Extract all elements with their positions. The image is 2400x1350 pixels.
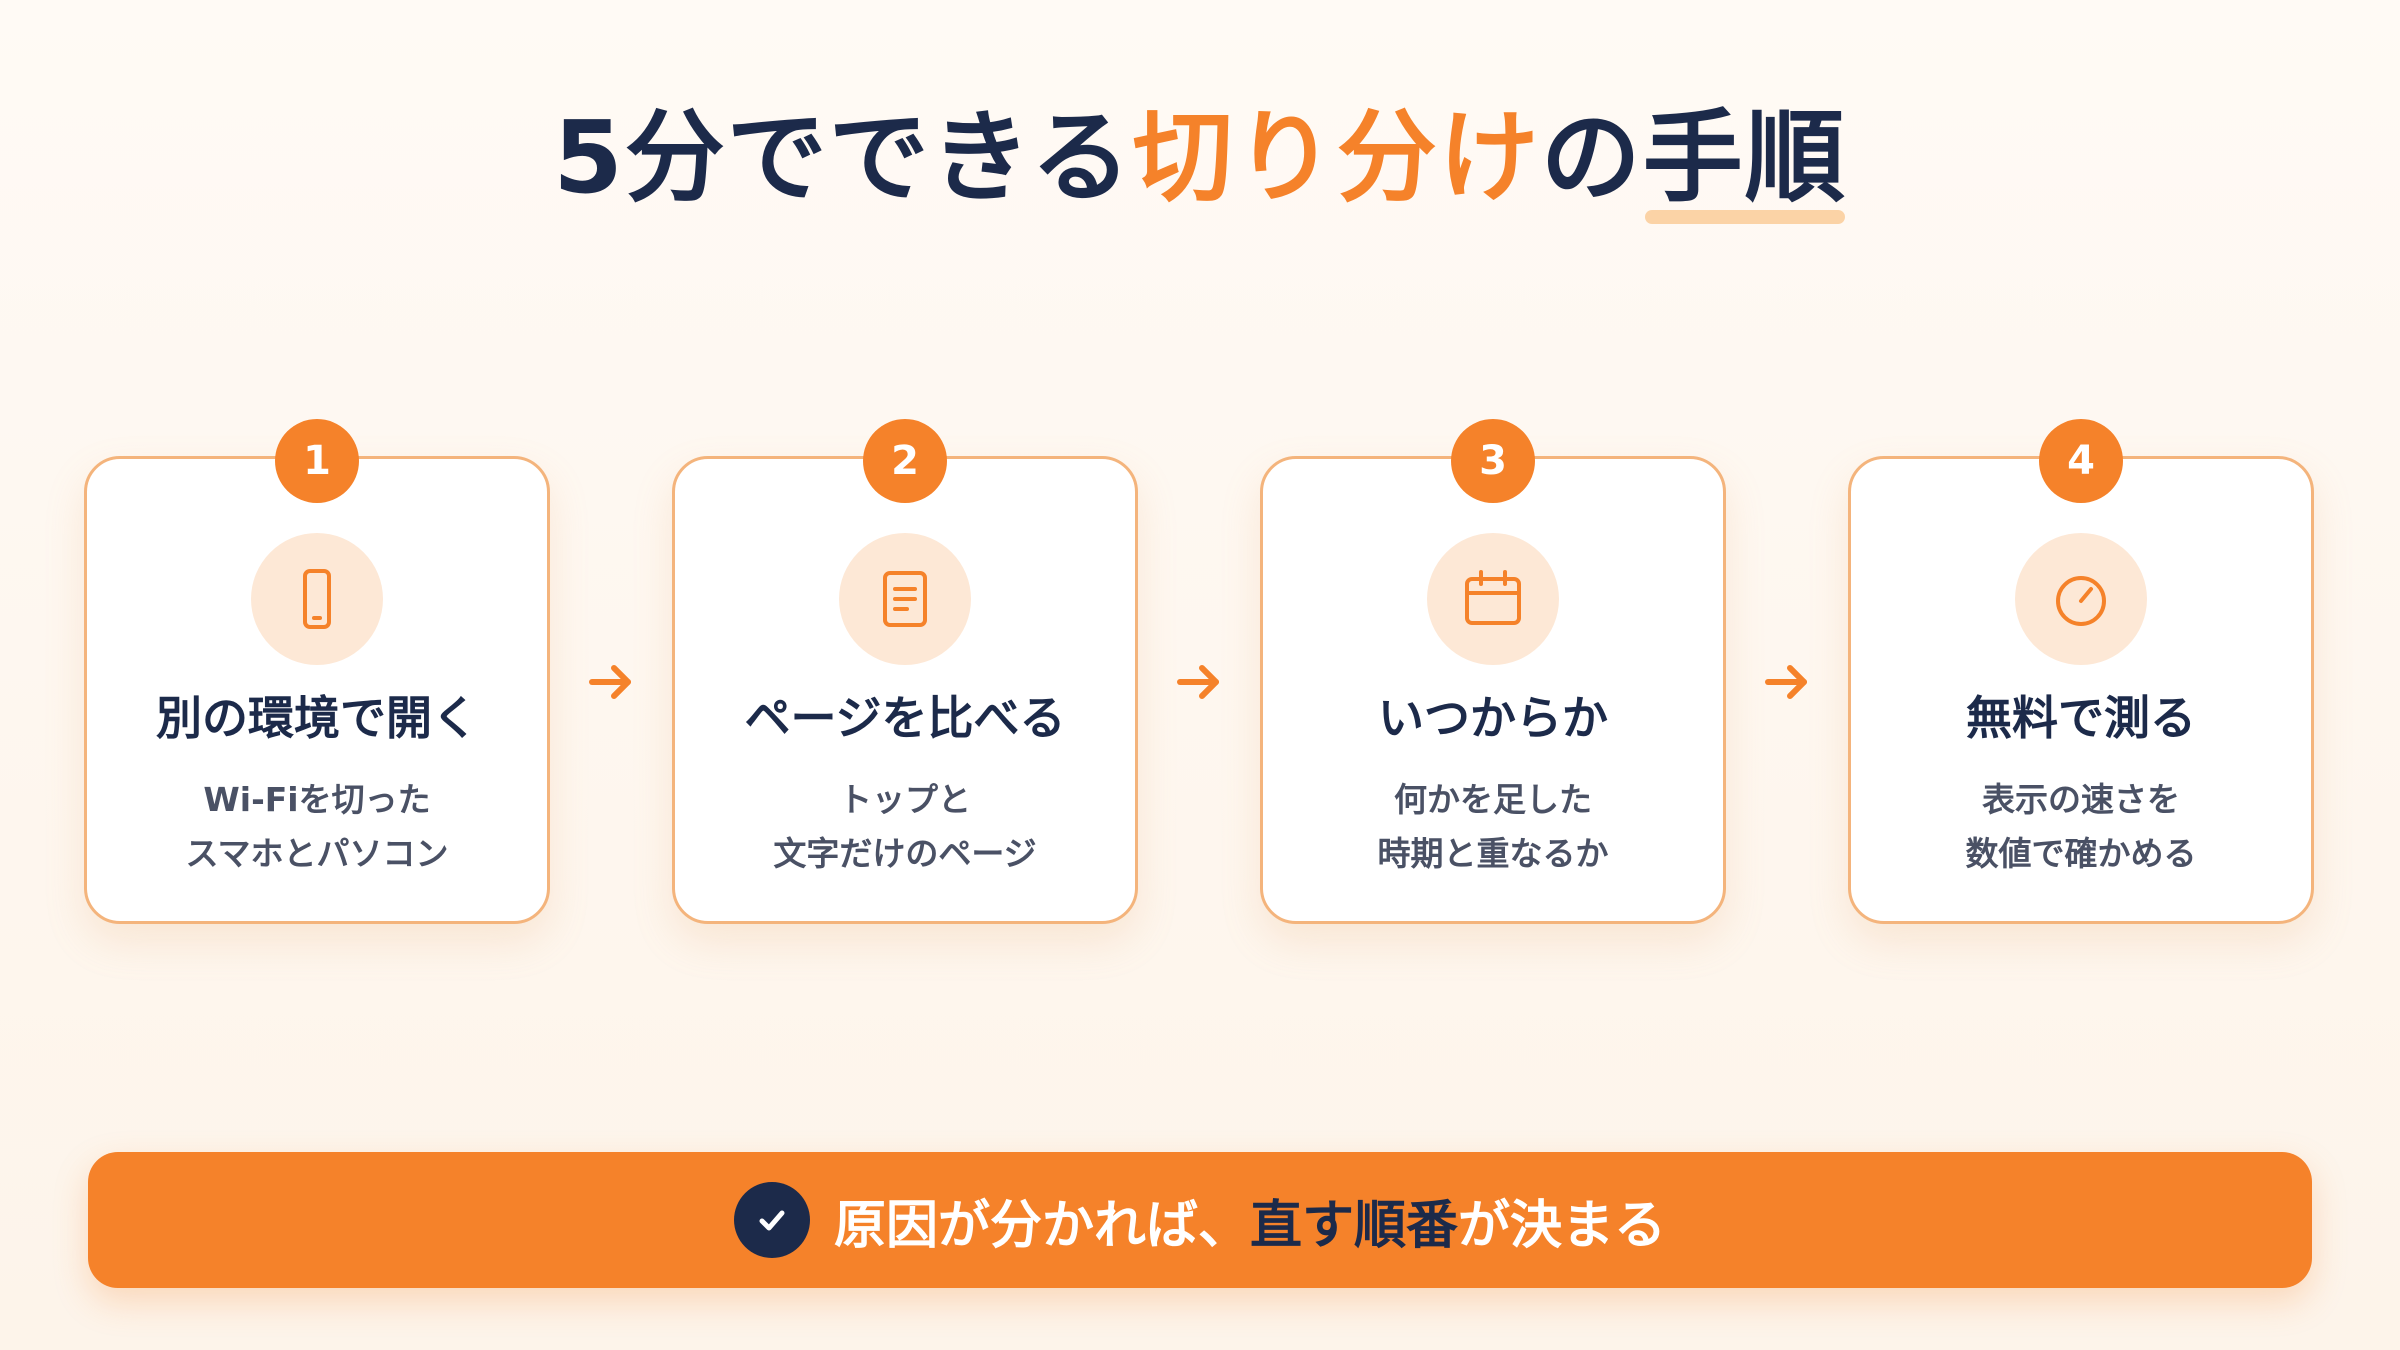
step-description: トップと 文字だけのページ (675, 773, 1135, 881)
calendar-icon (1465, 570, 1521, 625)
banner-text-part2: が決まる (1458, 1195, 1667, 1256)
conclusion-banner: 原因が分かれば、直す順番が決まる (88, 1152, 2312, 1288)
step-description: 表示の速さを 数値で確かめる (1851, 773, 2311, 881)
step-icon-circle (1427, 533, 1559, 665)
step-description: 何かを足した 時期と重なるか (1263, 773, 1723, 881)
title-part2: の (1540, 99, 1643, 216)
step-icon-circle (251, 533, 383, 665)
banner-text-part1: 原因が分かれば、 (833, 1195, 1250, 1256)
step-desc-line: トップと (839, 780, 971, 819)
step-icon-circle (2015, 533, 2147, 665)
step-desc-line: スマホとパソコン (185, 834, 449, 873)
title-part1: 5分でできる (553, 99, 1133, 216)
step-title: いつからか (1378, 691, 1608, 745)
step-description: Wi-Fiを切った スマホとパソコン (87, 773, 547, 881)
page-title: 5分でできる切り分けの手順 (0, 88, 2400, 228)
step-desc-line: 何かを足した (1394, 780, 1592, 819)
step-title: 無料で測る (1966, 691, 2196, 745)
title-accent: 切り分け (1132, 99, 1541, 216)
step-card-2: 2 ページを比べる トップと 文字だけのページ (672, 419, 1138, 924)
arrow-right-icon (1765, 665, 1807, 699)
title-underlined: 手順 (1643, 88, 1847, 228)
step-number-badge: 1 (275, 419, 359, 503)
step-card-3: 3 いつからか 何かを足した 時期と重なるか (1260, 419, 1726, 924)
step-number-badge: 4 (2039, 419, 2123, 503)
step-title: 別の環境で開く (156, 691, 478, 745)
step-desc-line: Wi-Fiを切った (203, 780, 431, 819)
step-number-badge: 3 (1451, 419, 1535, 503)
step-desc-line: 表示の速さを (1982, 780, 2180, 819)
step-icon-circle (839, 533, 971, 665)
step-desc-line: 文字だけのページ (773, 834, 1037, 873)
arrow-right-icon (589, 665, 631, 699)
arrow-right-icon (1177, 665, 1219, 699)
step-card-4: 4 無料で測る 表示の速さを 数値で確かめる (1848, 419, 2314, 924)
check-icon (733, 1182, 810, 1258)
banner-text: 原因が分かれば、直す順番が決まる (834, 1183, 1666, 1258)
step-number-badge: 2 (863, 419, 947, 503)
gauge-icon (2056, 576, 2106, 626)
document-icon (883, 571, 927, 627)
step-card-1: 1 別の環境で開く Wi-Fiを切った スマホとパソコン (84, 419, 550, 924)
smartphone-icon (303, 569, 331, 629)
step-title: ページを比べる (744, 691, 1066, 745)
step-desc-line: 時期と重なるか (1377, 834, 1609, 873)
step-desc-line: 数値で確かめる (1965, 834, 2197, 873)
banner-text-highlight: 直す順番 (1249, 1195, 1458, 1256)
